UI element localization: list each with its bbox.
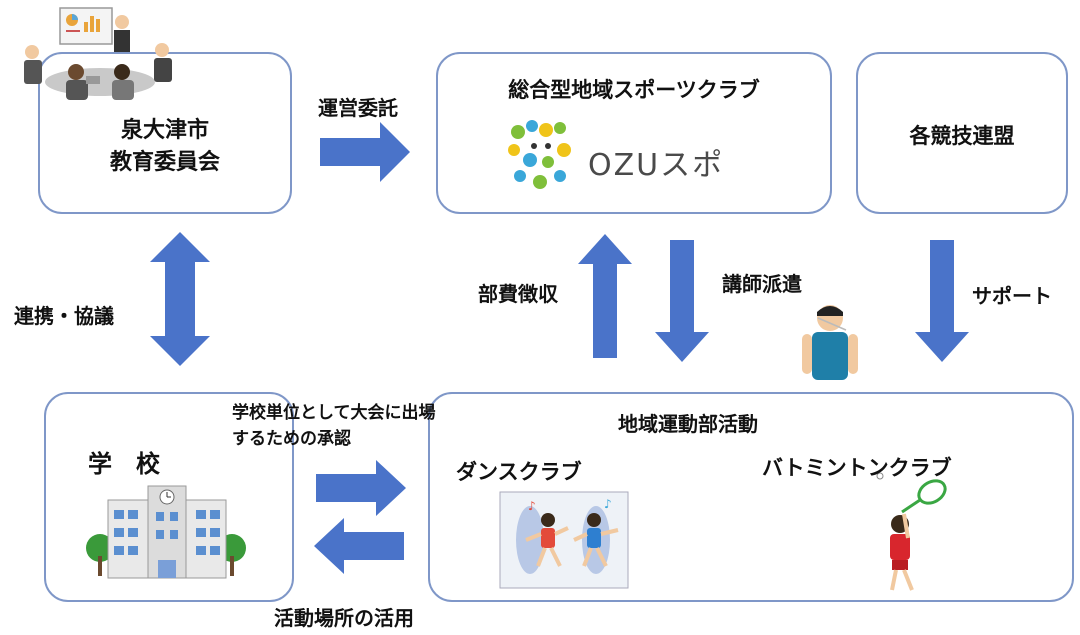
fee-label: 部費徴収: [478, 282, 558, 306]
fee-arrow: [578, 234, 632, 358]
instructor-illustration: [802, 305, 858, 380]
meeting-illustration: [24, 7, 172, 100]
venue-arrow: [314, 518, 404, 574]
board-label-line2: 教育委員会: [109, 150, 220, 175]
commission-arrow: [320, 122, 410, 182]
school-building-illustration: [86, 485, 246, 579]
instructor-label: 講師派遣: [722, 272, 802, 296]
dance-club-label: ダンスクラブ: [456, 460, 582, 484]
club-box: [436, 52, 832, 214]
approval-label-line1: 学校単位として大会に出場: [232, 403, 436, 423]
approval-label-line2: するための承認: [232, 429, 351, 449]
ozu-logo-symbol: [508, 120, 571, 189]
school-label: 学 校: [88, 450, 160, 478]
badminton-illustration: [876, 472, 947, 591]
svg-text:♪: ♪: [528, 499, 536, 513]
badminton-club-label: バトミントンクラブ: [762, 456, 952, 480]
venue-label: 活動場所の活用: [274, 606, 414, 630]
club-title: 総合型地域スポーツクラブ: [508, 78, 760, 102]
svg-text:♪: ♪: [604, 497, 612, 511]
cooperation-label: 連携・協議: [14, 304, 114, 328]
federation-label: 各競技連盟: [909, 124, 1015, 148]
ozu-logo-text: OZUスポ: [588, 148, 725, 183]
support-label: サポート: [972, 284, 1052, 308]
approval-arrow: [316, 460, 406, 516]
commission-label: 運営委託: [318, 96, 398, 120]
dance-illustration: ♪ ♪: [499, 491, 629, 589]
community-title: 地域運動部活動: [618, 412, 758, 436]
instructor-arrow: [655, 240, 709, 362]
board-label-line1: 泉大津市: [120, 118, 209, 143]
arrows: [150, 122, 969, 574]
federation-box: [856, 52, 1068, 214]
cooperation-arrow: [150, 232, 210, 366]
support-arrow: [915, 240, 969, 362]
